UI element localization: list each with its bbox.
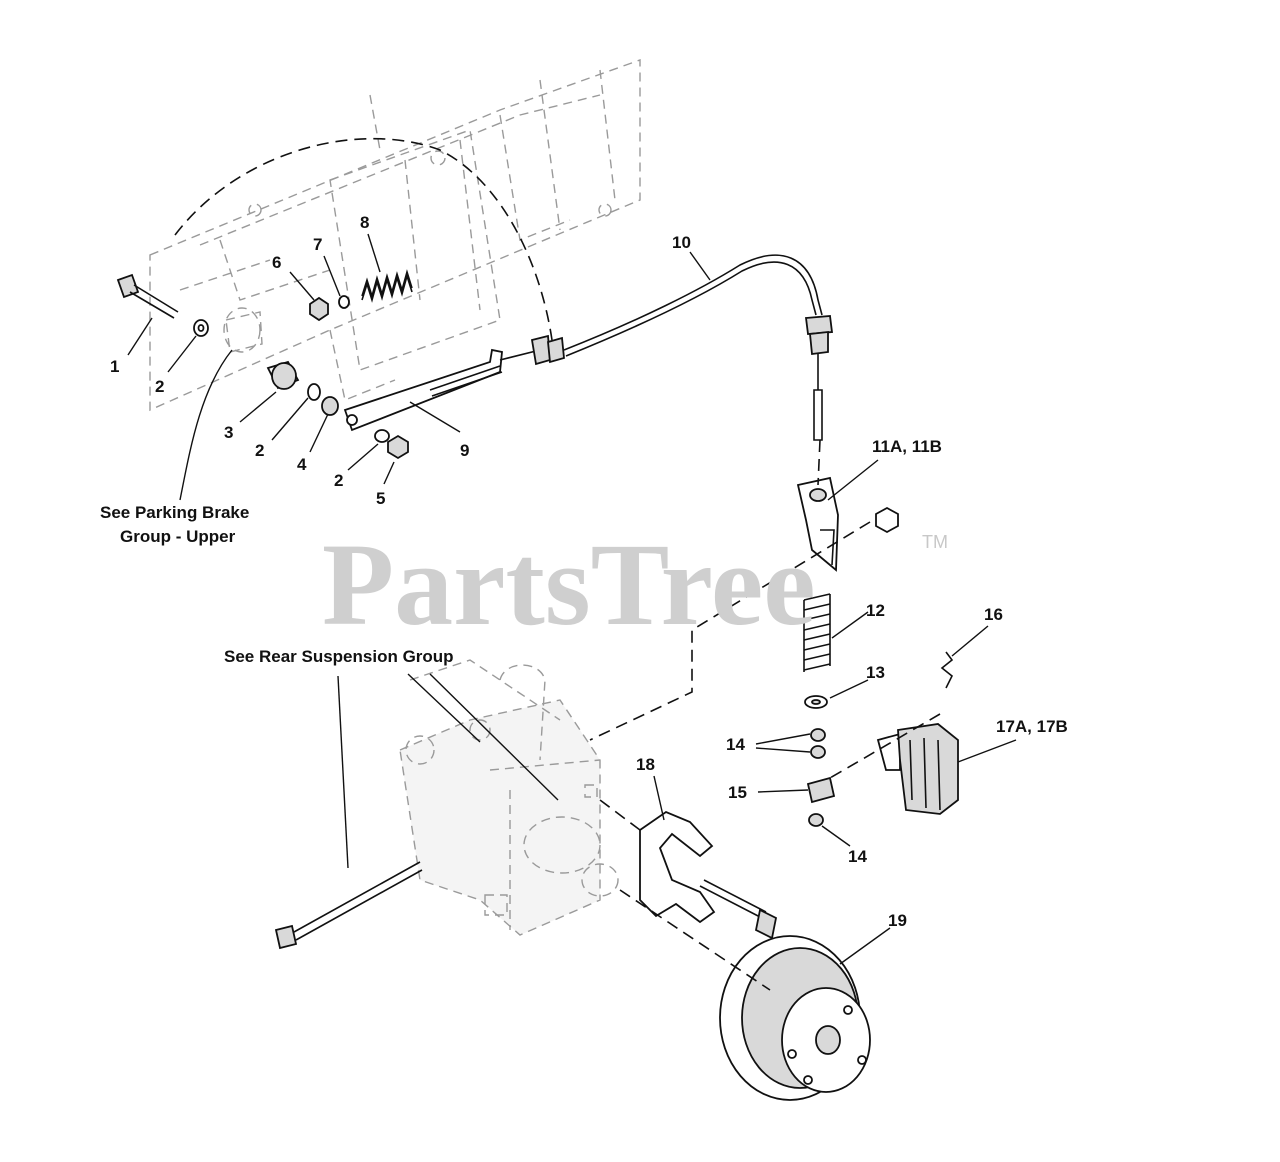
- callout-14-b: 14: [848, 847, 867, 866]
- callout-16: 16: [984, 605, 1003, 624]
- part-8-spring: [361, 269, 413, 303]
- alignment-lines: [589, 439, 941, 991]
- part-5-nut: [387, 434, 409, 460]
- callout-4: 4: [297, 455, 307, 474]
- watermark-text: PartsTree: [322, 519, 816, 650]
- callout-1: 1: [110, 357, 119, 376]
- callout-10: 10: [672, 233, 691, 252]
- part-nut-top: [875, 506, 899, 534]
- ghost-transaxle: [399, 659, 619, 936]
- watermark-trademark: TM: [922, 532, 948, 552]
- part-3-bushing: [266, 360, 300, 390]
- part-bolt-lower: [699, 879, 778, 940]
- callout-15: 15: [728, 783, 747, 802]
- part-7-washer: [338, 295, 350, 309]
- ghost-frame-upper: [149, 59, 641, 412]
- part-2-washer-b: [307, 383, 321, 401]
- callout-2-a: 2: [155, 377, 164, 396]
- note-parking-brake-line1: See Parking Brake: [100, 503, 249, 522]
- part-2-washer-c: [374, 429, 390, 443]
- part-13-washer: [804, 695, 828, 709]
- reference-notes: See Parking Brake Group - Upper See Rear…: [100, 503, 454, 666]
- part-12-spring: [803, 593, 831, 672]
- callout-9: 9: [460, 441, 469, 460]
- callout-11a-11b: 11A, 11B: [872, 437, 942, 456]
- part-6-nut: [309, 296, 329, 322]
- callout-7: 7: [313, 235, 322, 254]
- callout-labels: 1 2 3 2 4 2 5 6 7 8 9 10 11A, 11B 12 13 …: [110, 213, 1068, 930]
- note-parking-brake-line2: Group - Upper: [120, 527, 236, 546]
- callout-19: 19: [888, 911, 907, 930]
- callout-8: 8: [360, 213, 369, 232]
- part-17-caliper: [876, 723, 959, 815]
- callout-12: 12: [866, 601, 885, 620]
- callout-3: 3: [224, 423, 233, 442]
- part-16-hairpin: [940, 651, 954, 689]
- callout-5: 5: [376, 489, 385, 508]
- callout-2-b: 2: [255, 441, 264, 460]
- part-10-cable: [499, 254, 834, 441]
- callout-6: 6: [272, 253, 281, 272]
- part-18-bracket: [639, 810, 716, 924]
- part-14-nut-a: [810, 728, 826, 759]
- part-19-rotor: [719, 935, 871, 1101]
- part-9-brake-rod: [343, 348, 503, 432]
- callout-13: 13: [866, 663, 885, 682]
- watermark: PartsTree TM: [322, 519, 948, 650]
- part-2-washer-a: [193, 319, 209, 337]
- part-4-spacer: [321, 396, 339, 416]
- callout-18: 18: [636, 755, 655, 774]
- leader-lines: [127, 233, 1017, 965]
- ghost-bushing: [223, 307, 263, 353]
- callout-17a-17b: 17A, 17B: [996, 717, 1068, 736]
- part-15-pin: [806, 776, 836, 804]
- part-long-bolt: [274, 861, 423, 950]
- part-14-nut-b: [808, 813, 824, 827]
- callout-14-a: 14: [726, 735, 745, 754]
- note-rear-suspension: See Rear Suspension Group: [224, 647, 454, 666]
- part-1-bolt: [116, 273, 179, 319]
- callout-2-c: 2: [334, 471, 343, 490]
